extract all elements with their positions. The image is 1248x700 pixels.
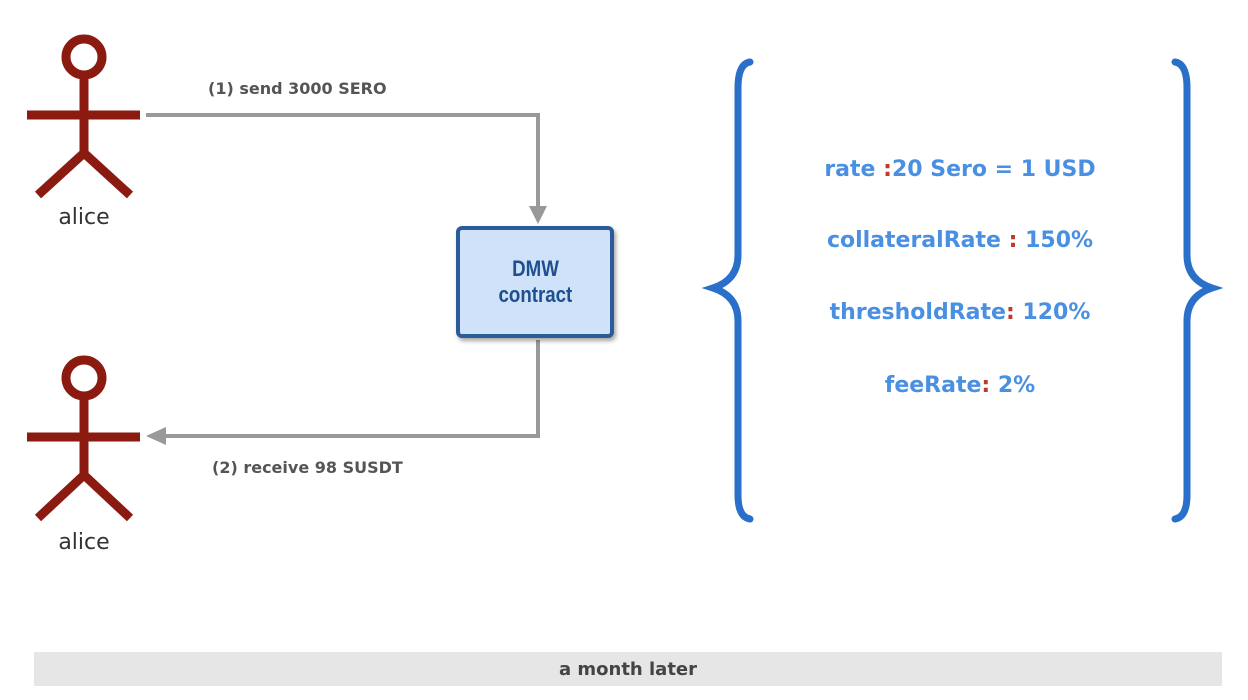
param-collateral-rate-name: collateralRate (826, 228, 1001, 253)
timeline-divider-bar: a month later (34, 652, 1222, 686)
dmw-contract-box: DMW contract (456, 226, 614, 338)
actor-label-top: alice (58, 205, 110, 230)
send-arrow (146, 113, 547, 224)
left-brace (701, 58, 754, 523)
param-threshold-rate-name: thresholdRate (829, 300, 1006, 325)
param-collateral-rate: collateralRate : 150% (760, 228, 1160, 253)
right-brace (1171, 58, 1224, 523)
param-rate-value: 20 Sero = 1 USD (891, 157, 1096, 182)
param-threshold-rate-value: 120% (1022, 300, 1091, 325)
actor-alice-top (27, 34, 140, 199)
param-fee-rate-value: 2% (997, 373, 1036, 398)
timeline-divider-text: a month later (558, 658, 698, 680)
receive-arrow-label: (2) receive 98 SUSDT (212, 458, 403, 477)
param-rate-name: rate (824, 157, 876, 182)
actor-label-bottom: alice (58, 530, 110, 555)
param-fee-rate-colon: : (981, 373, 991, 398)
contract-title: DMW (511, 256, 559, 281)
param-collateral-rate-value: 150% (1025, 228, 1094, 253)
param-rate: rate :20 Sero = 1 USD (760, 157, 1160, 182)
param-collateral-rate-colon: : (1008, 228, 1018, 253)
param-threshold-rate: thresholdRate: 120% (760, 300, 1160, 325)
actor-alice-bottom (27, 355, 140, 522)
param-threshold-rate-colon: : (1005, 300, 1015, 325)
send-arrow-label: (1) send 3000 SERO (208, 79, 387, 98)
param-rate-colon: : (883, 157, 892, 182)
receive-arrow (146, 340, 540, 445)
param-fee-rate: feeRate: 2% (760, 373, 1160, 398)
param-fee-rate-name: feeRate (884, 373, 982, 398)
contract-subtitle: contract (498, 282, 572, 307)
